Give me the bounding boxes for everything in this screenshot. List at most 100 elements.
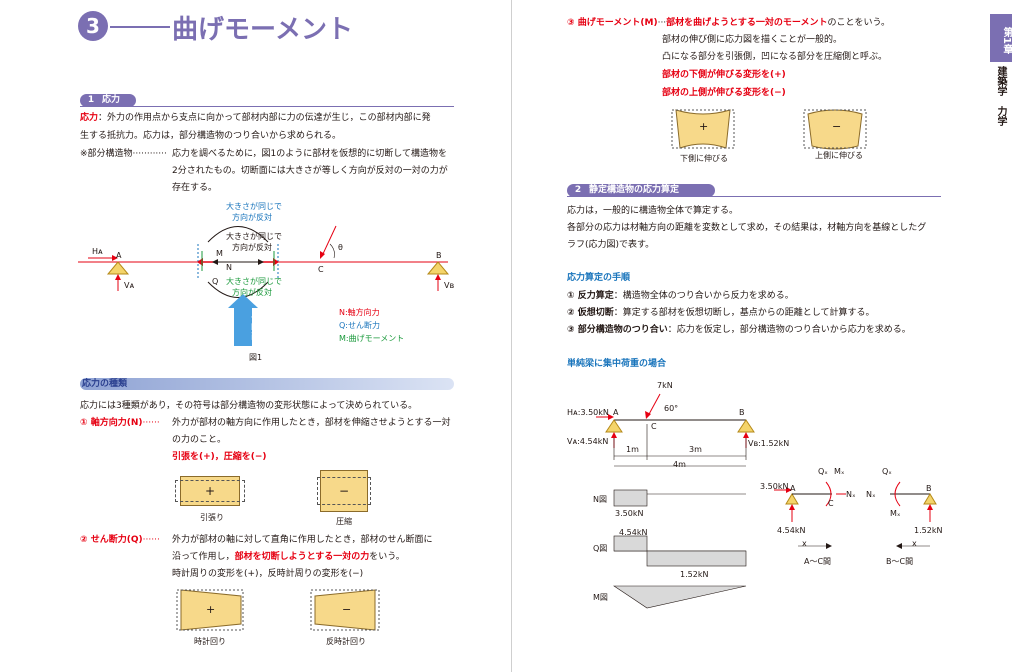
section-2-rule	[567, 196, 941, 197]
note-text-1: 応力を調べるために，図1のように部材を仮想的に切断して構造物を	[172, 149, 448, 159]
fa-A: A	[790, 484, 796, 493]
moment-rule-2: 部材の上側が伸びる変形を(−)	[662, 88, 786, 98]
fb-B: B	[926, 484, 932, 493]
ex-C: C	[651, 422, 657, 431]
fig1-B: B	[436, 251, 442, 260]
ex-d1: 1m	[626, 445, 639, 454]
ex-N-fig: N図	[593, 495, 607, 504]
ex-VA: Vᴀ:4.54kN	[567, 437, 609, 446]
ex-d3: 4m	[673, 460, 686, 469]
fa-Mx: Mₓ	[834, 467, 845, 476]
axial-desc-2: の力のこと。	[172, 435, 227, 445]
figure-1	[78, 225, 450, 346]
moment-term: ③ 曲げモーメント(M)	[567, 18, 658, 28]
fa-x: x	[802, 539, 807, 548]
axial-desc-1: 外力が部材の軸方向に作用したとき，部材を伸縮させようとする一対	[172, 418, 451, 428]
kinds-intro: 応力には3種類があり，その符号は部分構造物の変形状態によって決められている。	[80, 401, 418, 411]
fig1-mid-label-2: 方向が反対	[232, 243, 272, 252]
moment-rule-1: 部材の下側が伸びる変形を(+)	[662, 70, 786, 80]
fa-Qx: Qₓ	[818, 467, 828, 476]
page-gutter	[511, 0, 512, 672]
fa-caption: A〜C間	[804, 557, 832, 566]
chapter-number-badge: 3	[78, 11, 108, 41]
example-title: 単純梁に集中荷重の場合	[567, 359, 667, 369]
up-label: 上側に伸びる	[815, 151, 863, 160]
shear-rule: 時計周りの変形を(+)，反時計周りの変形を(−)	[172, 569, 364, 579]
fig1-bot-label-2: 方向が反対	[232, 288, 272, 297]
proc-3-term: ③ 部分構造物のつり合い	[567, 325, 668, 335]
moment-desc-a: 部材を曲げようとする一対のモーメント	[666, 18, 828, 28]
def-text-2: 生する抵抗力。応力は，部分構造物のつり合いから求められる。	[80, 131, 342, 141]
compress-box: −	[317, 470, 371, 512]
shear-desc-2b: 部材を切断しようとする一対の力	[234, 552, 370, 562]
section-1-rule	[80, 106, 454, 107]
fig1-top-label-2: 方向が反対	[232, 213, 272, 222]
fig1-caption: 図1	[249, 353, 263, 362]
fig1-M: M	[216, 249, 223, 258]
tension-box: +	[175, 476, 245, 506]
down-label: 下側に伸びる	[680, 154, 728, 163]
proc-1-term: ① 反力算定	[567, 291, 614, 301]
compress-sign: −	[338, 484, 350, 498]
note-text-3: 存在する。	[172, 183, 218, 193]
title-rule	[110, 26, 170, 28]
fig1-mid-label-1: 大きさが同じで	[226, 232, 282, 241]
axial-term: ① 軸方向力(N)······	[80, 418, 160, 428]
ex-d2: 3m	[689, 445, 702, 454]
ex-load: 7kN	[657, 381, 673, 390]
fb-caption: B〜C間	[886, 557, 914, 566]
legend-M: M:曲げモーメント	[339, 334, 405, 343]
fig1-theta: θ	[338, 243, 343, 252]
shear-desc-2c: をいう。	[369, 552, 405, 562]
example-diagram	[596, 393, 937, 609]
ccw-sign: −	[342, 603, 352, 616]
ex-B: B	[739, 408, 745, 417]
tension-sign: +	[204, 484, 216, 498]
proc-2-term: ② 仮想切断	[567, 308, 614, 318]
moment-desc-b: のことをいう。	[827, 18, 891, 28]
ex-HA: Hᴀ:3.50kN	[567, 408, 609, 417]
chapter-subject: 建築学 力学	[995, 66, 1006, 126]
s2-para-1: 応力は，一般的に構造物全体で算定する。	[567, 206, 739, 216]
fa-V: 4.54kN	[777, 526, 806, 535]
compress-label: 圧縮	[336, 517, 352, 526]
shear-desc-2a: 沿って作用し，	[172, 552, 235, 562]
note-term: ※部分構造物············	[80, 149, 167, 159]
fig1-VA: Vᴀ	[124, 281, 135, 290]
ex-Q-val-1: 4.54kN	[619, 528, 648, 537]
fa-C: C	[828, 499, 834, 508]
cw-label: 時計回り	[194, 637, 226, 646]
up-sign: −	[832, 120, 842, 133]
shear-term: ② せん断力(Q)······	[80, 535, 160, 545]
fig1-Q: Q	[212, 277, 219, 286]
ex-N-val: 3.50kN	[615, 509, 644, 518]
note-text-2: 2分されたもの。切断面には大きさが等しく方向が反対の一対の力が	[172, 166, 448, 176]
ex-M-fig: M図	[593, 593, 608, 602]
fb-V: 1.52kN	[914, 526, 943, 535]
fig1-top-label-1: 大きさが同じで	[226, 202, 282, 211]
fig1-N: N	[226, 263, 232, 272]
ex-VB: Vʙ:1.52kN	[748, 439, 790, 448]
s2-para-2: 各部分の応力は材軸方向の距離を変数として求め，その結果は，材軸方向を基線としたグ	[567, 223, 927, 233]
ccw-label: 反時計回り	[326, 637, 366, 646]
down-sign: +	[699, 120, 709, 133]
ex-Q-val-2: 1.52kN	[680, 570, 709, 579]
moment-line-2: 凸になる部分を引張側，凹になる部分を圧縮側と呼ぶ。	[662, 52, 888, 62]
page-title: 曲げモーメント	[172, 15, 353, 45]
s2-para-3: ラフ(応力図)で表す。	[567, 240, 655, 250]
def-term: 応力	[80, 113, 99, 123]
fa-Nx: Nₓ	[846, 490, 856, 499]
shear-desc-1: 外力が部材の軸に対して直角に作用したとき，部材のせん断面に	[172, 535, 433, 545]
proc-2-text: ：算定する部材を仮想切断し，基点からの距離として計算する。	[613, 308, 875, 318]
legend-N: N:軸方向力	[339, 308, 380, 317]
ex-angle: 60°	[664, 404, 679, 413]
axial-rule: 引張を(+)，圧縮を(−)	[172, 452, 267, 462]
fig1-bot-label-1: 大きさが同じで	[226, 277, 282, 286]
fig1-VB: Vʙ	[444, 281, 455, 290]
shear-shapes	[176, 589, 380, 631]
moment-line-1: 部材の伸び側に応力図を描くことが一般的。	[662, 35, 843, 45]
tension-label: 引張り	[200, 513, 224, 522]
proc-1-text: ：構造物全体のつり合いから反力を求める。	[613, 291, 794, 301]
